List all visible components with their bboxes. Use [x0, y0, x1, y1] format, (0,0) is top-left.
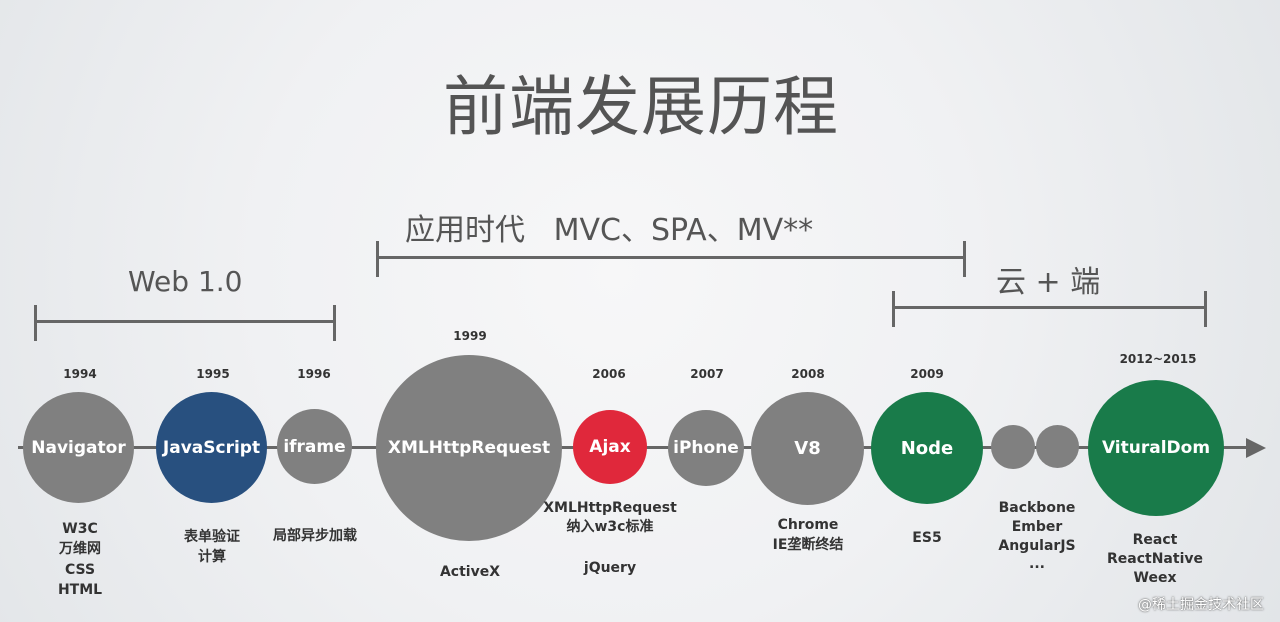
framework-note-angularjs: AngularJS [998, 538, 1076, 554]
year-1999: 1999 [453, 329, 487, 343]
framework-note-backbone: Backbone [998, 500, 1076, 516]
year-2006: 2006 [592, 367, 626, 381]
era-web1-label: Web 1.0 [128, 265, 243, 298]
framework-note-ember: Ember [1011, 519, 1063, 535]
iframe-note-async-loading: 局部异步加载 [273, 528, 357, 544]
framework-note-ellipsis: ... [1029, 556, 1045, 572]
navigator-note-html: HTML [57, 582, 103, 598]
virtual-dom-note-react: React [1132, 532, 1178, 548]
milestone-v8: V8 [751, 392, 864, 505]
year-2012-2015: 2012~2015 [1119, 352, 1197, 366]
milestone-iframe-label: iframe [283, 436, 346, 457]
milestone-javascript: JavaScript [156, 392, 267, 503]
era-application-label: 应用时代 MVC、SPA、MV** [405, 213, 814, 248]
year-2009: 2009 [910, 367, 944, 381]
v8-note-ie-monopoly-ended: IE垄断终结 [772, 537, 844, 553]
milestone-iphone-label: iPhone [673, 438, 739, 458]
virtual-dom-note-weex: Weex [1133, 570, 1177, 586]
year-2007: 2007 [690, 367, 724, 381]
milestone-node-label: Node [900, 437, 954, 459]
navigator-note-css: CSS [64, 562, 96, 578]
source-watermark: @稀土掘金技术社区 [1138, 597, 1264, 613]
year-2008: 2008 [791, 367, 825, 381]
milestone-iphone: iPhone [668, 410, 744, 486]
era-cloud-bracket [892, 291, 1207, 327]
milestone-ajax: Ajax [573, 410, 647, 484]
xmlhttprequest-note-activex: ActiveX [439, 564, 501, 580]
framework-dot-right [1036, 425, 1079, 468]
milestone-navigator-label: Navigator [31, 437, 126, 458]
era-web1-bracket [34, 305, 336, 341]
javascript-note-calculation: 计算 [198, 549, 226, 565]
v8-note-chrome: Chrome [777, 517, 839, 533]
slide-title: 前端发展历程 [443, 70, 840, 145]
year-1996: 1996 [297, 367, 331, 381]
node-note-es5: ES5 [912, 530, 942, 546]
milestone-v8-label: V8 [794, 438, 821, 459]
milestone-navigator: Navigator [23, 392, 134, 503]
milestone-node: Node [871, 392, 983, 504]
javascript-note-form-validation: 表单验证 [184, 529, 240, 545]
navigator-note-web: 万维网 [59, 541, 101, 557]
milestone-ajax-label: Ajax [589, 437, 631, 457]
timeline-arrowhead [1246, 438, 1266, 458]
era-application-bracket [376, 241, 966, 277]
year-1995: 1995 [196, 367, 230, 381]
ajax-note-jquery: jQuery [583, 560, 637, 576]
ajax-note-w3c-standard: 纳入w3c标准 [566, 519, 654, 535]
framework-dot-left [991, 425, 1035, 469]
era-cloud-label: 云 + 端 [996, 265, 1101, 300]
ajax-note-xmlhttprequest: XMLHttpRequest [543, 500, 677, 516]
milestone-xmlhttprequest: XMLHttpRequest [376, 355, 562, 541]
milestone-xmlhttprequest-label: XMLHttpRequest [387, 438, 551, 458]
milestone-iframe: iframe [277, 409, 352, 484]
milestone-virtual-dom: VituralDom [1088, 380, 1224, 516]
milestone-virtual-dom-label: VituralDom [1101, 438, 1211, 458]
navigator-note-w3c: W3C [62, 521, 98, 537]
milestone-javascript-label: JavaScript [162, 437, 261, 458]
year-1994: 1994 [63, 367, 97, 381]
virtual-dom-note-react-native: ReactNative [1107, 551, 1203, 567]
